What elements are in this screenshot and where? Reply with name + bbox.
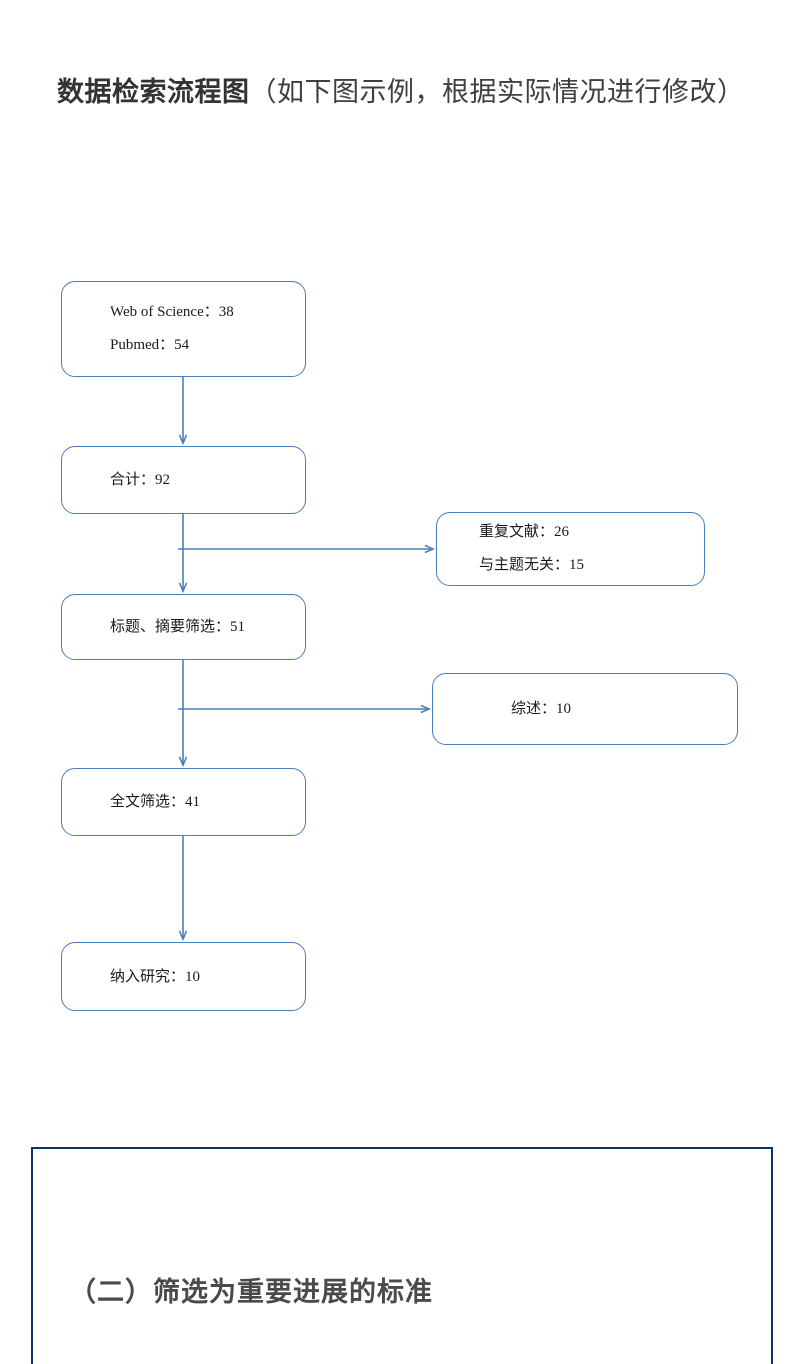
data-retrieval-flowchart: Web of Science：38 Pubmed：54 合计：92 重复文献：2… [61, 281, 800, 1100]
flow-node-included-label: 纳入研究：10 [110, 968, 201, 985]
flow-node-title-abstract-screening[interactable]: 标题、摘要筛选：51 [61, 594, 306, 660]
flow-node-included-studies[interactable]: 纳入研究：10 [61, 942, 306, 1011]
page-title-rest: （如下图示例，根据实际情况进行修改） [249, 77, 745, 107]
flow-node-excluded-reviews[interactable]: 综述：10 [432, 673, 738, 745]
flow-node-reviews-label: 综述：10 [511, 701, 572, 717]
section-heading: （二）筛选为重要进展的标准 [69, 1277, 433, 1307]
flow-node-sources[interactable]: Web of Science：38 Pubmed：54 [61, 281, 306, 377]
flow-node-fulltext-screening[interactable]: 全文筛选：41 [61, 768, 306, 836]
page-title: 数据检索流程图（如下图示例，根据实际情况进行修改） [57, 60, 747, 124]
page-title-bold: 数据检索流程图 [57, 77, 250, 107]
section-frame: （二）筛选为重要进展的标准 [31, 1147, 773, 1364]
flow-node-excluded-duplicates[interactable]: 重复文献：26 与主题无关：15 [436, 512, 705, 586]
flow-node-duplicates-line-2: 与主题无关：15 [479, 557, 585, 573]
flow-node-sources-line-2: Pubmed：54 [110, 337, 190, 353]
flow-node-duplicates-line-1: 重复文献：26 [479, 524, 570, 540]
flow-node-title-abstract-label: 标题、摘要筛选：51 [110, 619, 246, 635]
flow-node-total-label: 合计：92 [110, 472, 171, 488]
flow-node-total[interactable]: 合计：92 [61, 446, 306, 514]
flow-node-sources-line-1: Web of Science：38 [110, 304, 234, 320]
flowchart-connectors [178, 377, 800, 1100]
flow-node-fulltext-label: 全文筛选：41 [110, 794, 201, 810]
